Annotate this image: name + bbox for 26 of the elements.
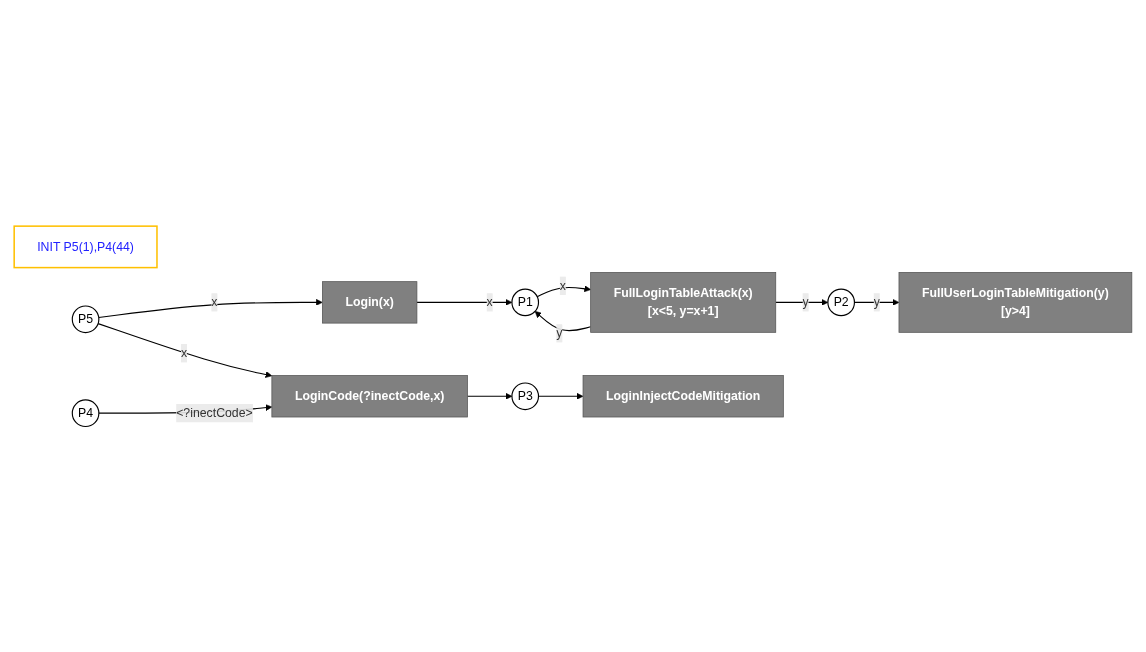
arrow (416, 298, 513, 306)
arrow (534, 310, 592, 331)
node-circle: P1 (511, 288, 540, 316)
node-box: LoginInjectCodeMitigation (582, 374, 784, 418)
arrow (97, 322, 273, 378)
node-circle: P2 (827, 288, 855, 316)
arrow (536, 285, 591, 297)
edge-label: <?inectCode> (176, 405, 253, 420)
node-circle: P4 (71, 399, 100, 427)
edge-label: x (180, 346, 188, 360)
node-circle: P3 (511, 382, 540, 410)
edge-label: y (873, 295, 880, 309)
edge-label: x (559, 278, 566, 292)
edge-label: y (802, 295, 809, 309)
arrow (775, 298, 829, 306)
node-box: LoginCode(?inectCode,x) (271, 374, 468, 418)
node-circle: P5 (71, 305, 100, 333)
edge-label: x (486, 295, 493, 309)
node-box: INIT P5(1),P4(44) (13, 225, 158, 269)
arrow (466, 392, 513, 400)
node-box: FullUserLoginTableMitigation(y) [y>4] (898, 271, 1133, 333)
edge-label: x (211, 295, 218, 309)
node-box: Login(x) (322, 280, 418, 324)
arrow (98, 298, 323, 318)
node-box: FullLoginTableAttack(x) [x<5, y=x+1] (590, 271, 777, 333)
edge-label: y (556, 326, 563, 340)
